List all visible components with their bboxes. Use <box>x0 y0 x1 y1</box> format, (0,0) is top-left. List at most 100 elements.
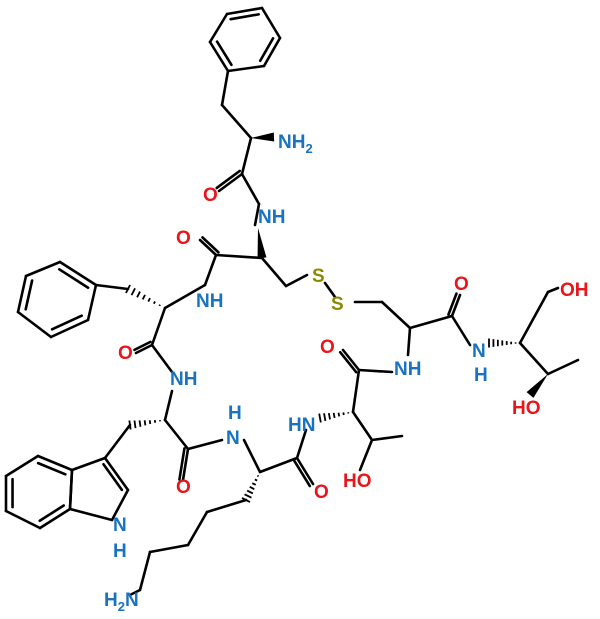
bond-line <box>103 456 130 492</box>
amide-nh-label: NH <box>394 359 421 380</box>
bond-line <box>4 454 40 478</box>
hashed-bond <box>158 304 161 307</box>
hashed-bond <box>337 412 341 417</box>
bond-line <box>260 256 288 288</box>
bond-line <box>58 260 98 287</box>
bond-line <box>205 498 248 514</box>
carbonyl-o-label: O <box>176 477 191 498</box>
hashed-bond <box>138 420 142 427</box>
bond-line <box>150 343 174 374</box>
bond-line <box>148 543 190 554</box>
amide-nh-label: NH <box>170 369 197 390</box>
bond-line <box>518 341 550 376</box>
bond-line <box>4 509 42 530</box>
bond-line <box>178 447 186 481</box>
amide-nh-label: NH <box>196 291 223 312</box>
hashed-bond <box>141 294 146 300</box>
bond-line <box>186 438 224 451</box>
bond-line <box>220 103 253 140</box>
bond-line <box>68 468 74 511</box>
bond-line <box>351 368 361 414</box>
bond-line <box>57 268 90 290</box>
sulfur-label: S <box>312 266 325 287</box>
carbonyl-o-label: O <box>203 185 218 206</box>
carbonyl-o-label: O <box>454 274 469 295</box>
amide-hn-label: HN <box>288 415 315 436</box>
bond-line <box>260 6 282 40</box>
bond-line <box>70 456 107 472</box>
hashed-bond <box>318 413 322 423</box>
bond-line <box>215 40 233 67</box>
bond-line <box>138 550 152 592</box>
hashed-bond <box>251 482 257 486</box>
bond-line <box>370 434 404 442</box>
carbonyl-o-label: O <box>118 343 133 364</box>
bond-line <box>24 279 34 311</box>
bonds-layer <box>4 6 580 597</box>
bond-line <box>295 456 315 486</box>
hashed-bond <box>148 420 152 425</box>
bond-line <box>133 340 152 352</box>
bond-line <box>262 36 282 68</box>
hydroxyl-oh-label: OH <box>560 280 589 301</box>
bond-line <box>546 286 560 294</box>
bond-line <box>163 418 190 451</box>
hashed-bond <box>143 420 147 426</box>
bond-line <box>258 456 299 474</box>
amide-n-label: N <box>472 341 486 362</box>
bond-line <box>198 238 218 257</box>
bond-line <box>406 326 412 357</box>
wedge-bond <box>526 374 548 398</box>
wedge-bond <box>251 132 275 142</box>
bond-line <box>226 64 266 73</box>
bond-line <box>225 6 264 16</box>
hashed-bond <box>323 413 327 422</box>
bond-line <box>292 458 312 488</box>
hashed-bond <box>147 297 151 302</box>
hashed-bond <box>332 412 336 419</box>
bond-line <box>50 314 83 331</box>
bond-line <box>208 12 229 44</box>
carbonyl-o-label: O <box>314 482 329 503</box>
amide-h-label: H <box>474 365 488 386</box>
bond-line <box>208 40 230 73</box>
bond-line <box>36 454 74 472</box>
bond-line <box>163 389 174 422</box>
bond-line <box>357 368 394 374</box>
hashed-bond <box>128 420 132 430</box>
bond-line <box>242 438 262 474</box>
hydroxyl-ho-label: HO <box>512 398 541 419</box>
bond-line <box>220 69 230 107</box>
bond-line <box>358 438 374 472</box>
bond-line <box>38 504 66 523</box>
indole-h-label: H <box>113 541 127 562</box>
indole-n-label: N <box>113 515 127 536</box>
hashed-bond <box>249 486 255 490</box>
bond-line <box>38 507 72 530</box>
bond-line <box>86 283 98 322</box>
hashed-bond <box>246 489 254 495</box>
bond-line <box>186 510 209 547</box>
bond-line <box>49 318 90 339</box>
sulfur-label: S <box>331 294 344 315</box>
carbonyl-o-label: O <box>320 337 335 358</box>
hashed-bond <box>153 301 156 305</box>
bond-line <box>258 37 275 63</box>
bond-line <box>94 283 130 291</box>
bond-line <box>102 462 124 492</box>
bond-line <box>351 410 374 442</box>
bond-line <box>110 488 130 522</box>
bond-line <box>128 588 142 597</box>
wedge-bond <box>257 228 267 259</box>
bond-line <box>203 253 218 287</box>
bond-line <box>24 260 62 278</box>
bond-line <box>68 507 114 522</box>
hydroxyl-ho-label: HO <box>343 471 372 492</box>
bond-line <box>295 428 308 460</box>
amide-h-label: H <box>228 403 242 424</box>
bond-line <box>447 292 458 316</box>
bond-line <box>341 348 361 372</box>
bond-line <box>546 358 580 376</box>
bond-line <box>214 253 264 260</box>
